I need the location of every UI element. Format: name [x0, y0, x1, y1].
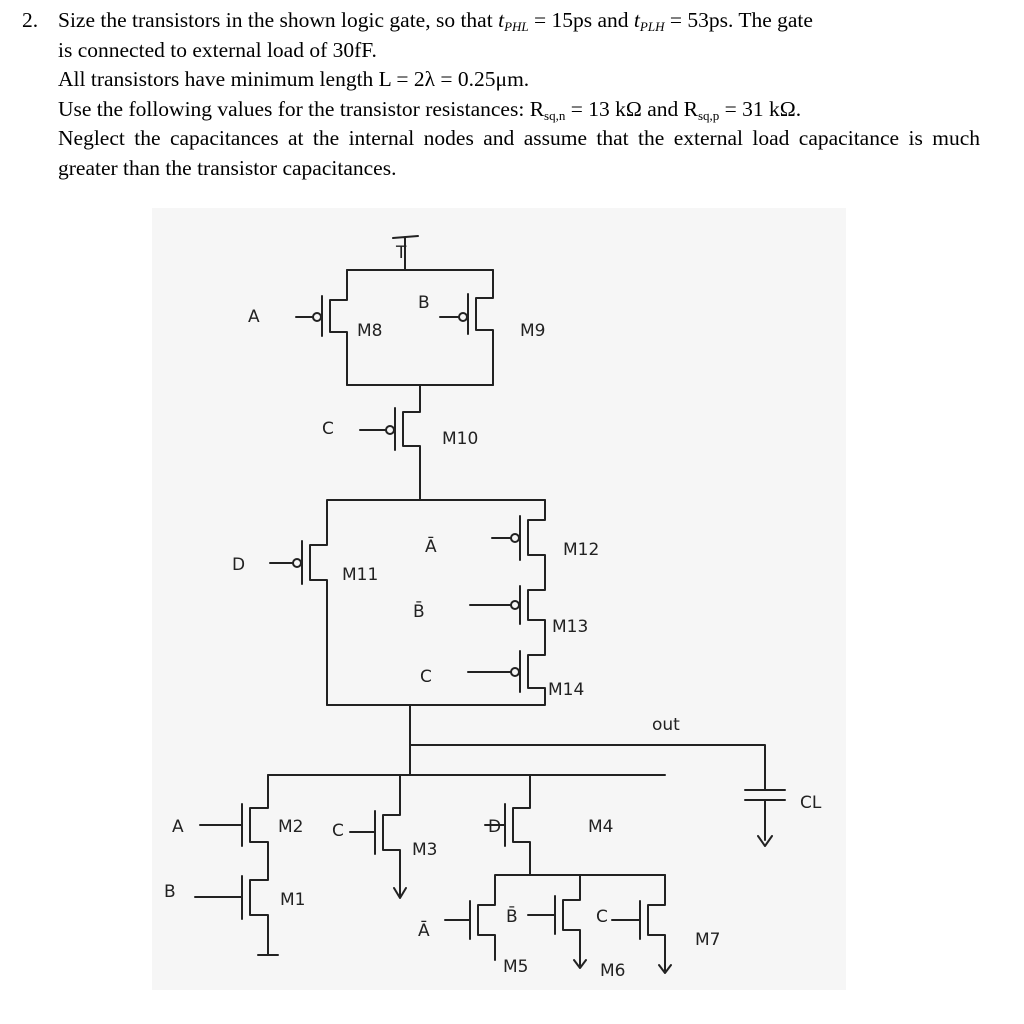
circuit-label: A	[172, 817, 184, 837]
circuit-label: C	[596, 907, 608, 927]
circuit-label: D	[232, 555, 245, 575]
circuit-label: M12	[563, 540, 599, 560]
problem-line-3: All transistors have minimum length L = …	[58, 67, 530, 91]
circuit-label: B	[164, 882, 176, 902]
problem-line-1: Size the transistors in the shown logic …	[58, 8, 813, 34]
circuit-label: M14	[548, 680, 584, 700]
circuit-label: M7	[695, 930, 720, 950]
circuit-label: M13	[552, 617, 588, 637]
circuit-label: C	[322, 419, 334, 439]
circuit-diagram: T A M8 B M9 C M10 D M11 Ā M12 B̄ M13 C M…	[152, 208, 846, 990]
problem-number: 2.	[22, 8, 39, 32]
circuit-label: T	[395, 243, 407, 263]
circuit-label: M3	[412, 840, 437, 860]
circuit-label: M9	[520, 321, 545, 341]
circuit-schematic: T A M8 B M9 C M10 D M11 Ā M12 B̄ M13 C M…	[164, 235, 822, 981]
circuit-label: M1	[280, 890, 305, 910]
circuit-label: M10	[442, 429, 478, 449]
circuit-label: C	[332, 821, 344, 841]
circuit-label: M2	[278, 817, 303, 837]
problem-line-5: Neglect the capacitances at the internal…	[58, 126, 980, 180]
problem-line-2: is connected to external load of 30fF.	[58, 37, 377, 62]
problem-line-4: Use the following values for the transis…	[58, 96, 802, 123]
circuit-label: CL	[800, 793, 822, 813]
circuit-wires	[194, 235, 786, 974]
circuit-label: out	[652, 715, 680, 735]
problem-statement: 2. Size the transistors in the shown log…	[22, 6, 980, 183]
circuit-label: B	[418, 293, 430, 313]
circuit-label: M8	[357, 321, 382, 341]
circuit-labels: T A M8 B M9 C M10 D M11 Ā M12 B̄ M13 C M…	[164, 243, 822, 981]
circuit-label: A	[248, 307, 260, 327]
circuit-label: M11	[342, 565, 378, 585]
circuit-label: B̄	[506, 905, 518, 927]
circuit-label: M4	[588, 817, 613, 837]
circuit-label: M6	[600, 961, 625, 981]
circuit-label: C	[420, 667, 432, 687]
circuit-label: Ā	[425, 535, 437, 557]
circuit-label: Ā	[418, 919, 430, 941]
circuit-label: M5	[503, 957, 528, 977]
circuit-label: D	[488, 817, 501, 837]
circuit-label: B̄	[413, 600, 425, 622]
